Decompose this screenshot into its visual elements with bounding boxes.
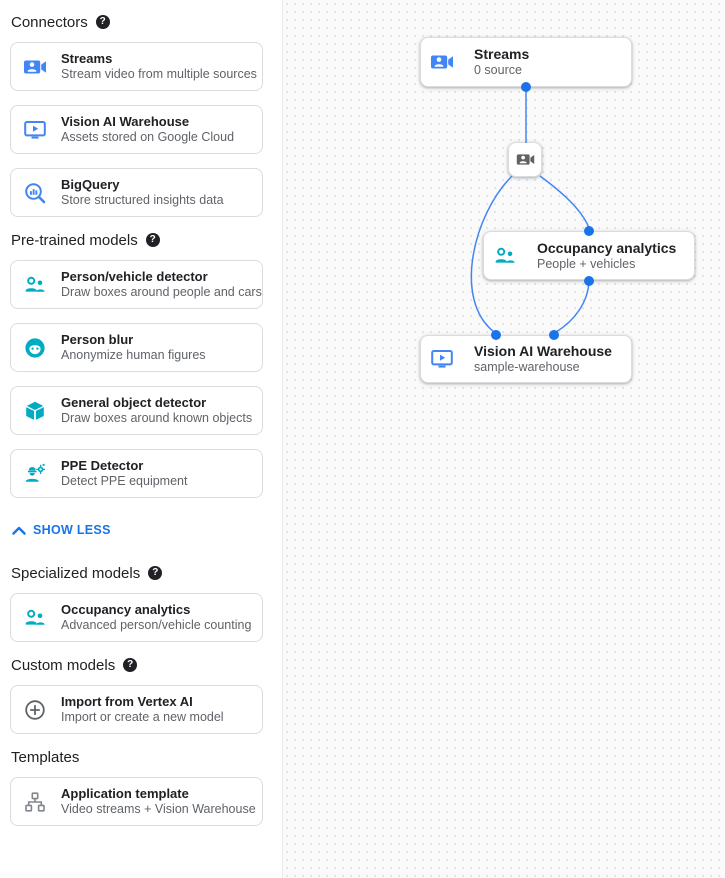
card-subtitle: Detect PPE equipment <box>61 474 188 488</box>
section-label: Templates <box>11 748 80 766</box>
card-text: Person blur Anonymize human figures <box>61 332 206 363</box>
card-subtitle: Store structured insights data <box>61 193 224 207</box>
section-header-connectors: Connectors ? <box>10 13 263 31</box>
section-header-pretrained-models: Pre-trained models ? <box>10 231 263 249</box>
card-streams[interactable]: Streams Stream video from multiple sourc… <box>10 42 263 91</box>
card-text: Person/vehicle detector Draw boxes aroun… <box>61 269 262 300</box>
card-title: Import from Vertex AI <box>61 694 193 709</box>
magnifier-chart-icon <box>23 181 47 205</box>
video-camera-icon <box>516 150 535 169</box>
section-label: Custom models <box>11 656 116 674</box>
card-subtitle: Draw boxes around known objects <box>61 411 253 425</box>
card-subtitle: Stream video from multiple sources <box>61 67 257 81</box>
section-header-specialized-models: Specialized models ? <box>10 564 263 582</box>
node-occupancy-analytics[interactable]: Occupancy analytics People + vehicles <box>483 231 695 280</box>
card-text: General object detector Draw boxes aroun… <box>61 395 252 426</box>
card-text: Import from Vertex AI Import or create a… <box>61 694 224 725</box>
help-icon[interactable]: ? <box>123 658 138 672</box>
card-title: Occupancy analytics <box>61 602 191 617</box>
card-text: BigQuery Store structured insights data <box>61 177 224 208</box>
edge-camera-to-occupancy <box>539 175 590 229</box>
chevron-up-icon <box>12 526 26 535</box>
card-title: Person blur <box>61 332 134 347</box>
node-subtitle: 0 source <box>474 63 522 77</box>
card-text: PPE Detector Detect PPE equipment <box>61 458 187 489</box>
plus-circle-icon <box>23 698 47 722</box>
node-streams[interactable]: Streams 0 source <box>420 37 632 87</box>
card-subtitle: Video streams + Vision Warehouse <box>61 802 256 816</box>
monitor-play-icon <box>23 118 47 142</box>
cube-icon <box>23 399 47 423</box>
show-less-button[interactable]: SHOW LESS <box>12 522 263 538</box>
card-title: BigQuery <box>61 177 120 192</box>
help-icon[interactable]: ? <box>145 233 160 247</box>
node-title: Occupancy analytics <box>537 239 677 256</box>
help-glyph: ? <box>152 567 159 578</box>
help-glyph: ? <box>149 234 156 245</box>
help-glyph: ? <box>99 16 106 27</box>
video-camera-icon <box>430 50 454 74</box>
card-person-blur[interactable]: Person blur Anonymize human figures <box>10 323 263 372</box>
card-import-from-vertex-ai[interactable]: Import from Vertex AI Import or create a… <box>10 685 263 734</box>
node-title: Vision AI Warehouse <box>474 343 612 359</box>
card-person-vehicle-detector[interactable]: Person/vehicle detector Draw boxes aroun… <box>10 260 263 309</box>
people-icon <box>493 244 517 268</box>
card-ppe-detector[interactable]: PPE Detector Detect PPE equipment <box>10 449 263 498</box>
card-text: Occupancy analytics Advanced person/vehi… <box>61 602 251 633</box>
people-icon <box>23 606 47 630</box>
node-camera[interactable] <box>508 142 542 177</box>
node-subtitle: sample-warehouse <box>474 360 580 374</box>
people-icon <box>23 273 47 297</box>
edges-layer <box>470 82 594 340</box>
help-glyph: ? <box>127 659 134 670</box>
node-vision-ai-warehouse[interactable]: Vision AI Warehouse sample-warehouse <box>420 335 632 383</box>
node-subtitle: People + vehicles <box>537 256 636 271</box>
card-subtitle: Advanced person/vehicle counting <box>61 618 252 632</box>
section-label: Connectors <box>11 13 88 31</box>
card-text: Application template Video streams + Vis… <box>61 786 256 817</box>
card-title: General object detector <box>61 395 207 410</box>
help-icon[interactable]: ? <box>148 566 163 580</box>
video-camera-icon <box>23 55 47 79</box>
help-icon[interactable]: ? <box>95 15 110 29</box>
edge-occupancy-to-warehouse <box>555 280 590 333</box>
card-bigquery[interactable]: BigQuery Store structured insights data <box>10 168 263 217</box>
monitor-play-icon <box>430 347 454 371</box>
card-application-template[interactable]: Application template Video streams + Vis… <box>10 777 263 826</box>
show-less-label: SHOW LESS <box>33 523 111 537</box>
card-subtitle: Assets stored on Google Cloud <box>61 130 235 144</box>
graph-canvas[interactable]: Streams 0 source Occupancy analytics Peo… <box>283 0 725 878</box>
card-title: Application template <box>61 786 189 801</box>
card-subtitle: Draw boxes around people and cars <box>61 285 262 299</box>
person-hardhat-icon <box>23 462 47 486</box>
card-general-object-detector[interactable]: General object detector Draw boxes aroun… <box>10 386 263 435</box>
card-title: Vision AI Warehouse <box>61 114 190 129</box>
node-title: Streams <box>474 46 530 62</box>
card-subtitle: Anonymize human figures <box>61 348 206 362</box>
card-text: Streams Stream video from multiple sourc… <box>61 51 257 82</box>
card-text: Vision AI Warehouse Assets stored on Goo… <box>61 114 234 145</box>
card-occupancy-analytics[interactable]: Occupancy analytics Advanced person/vehi… <box>10 593 263 642</box>
card-subtitle: Import or create a new model <box>61 710 224 724</box>
connectors-sidebar: Connectors ? Streams Stream video from m… <box>0 0 283 878</box>
node-text: Streams 0 source <box>474 46 529 78</box>
card-vision-ai-warehouse[interactable]: Vision AI Warehouse Assets stored on Goo… <box>10 105 263 154</box>
schema-icon <box>23 790 47 814</box>
face-icon <box>23 336 47 360</box>
section-label: Pre-trained models <box>11 231 138 249</box>
node-text: Occupancy analytics People + vehicles <box>537 240 676 272</box>
card-title: Streams <box>61 51 113 66</box>
section-header-templates: Templates <box>10 748 263 766</box>
card-title: Person/vehicle detector <box>61 269 208 284</box>
card-title: PPE Detector <box>61 458 144 473</box>
section-label: Specialized models <box>11 564 141 582</box>
section-header-custom-models: Custom models ? <box>10 656 263 674</box>
node-text: Vision AI Warehouse sample-warehouse <box>474 343 612 375</box>
